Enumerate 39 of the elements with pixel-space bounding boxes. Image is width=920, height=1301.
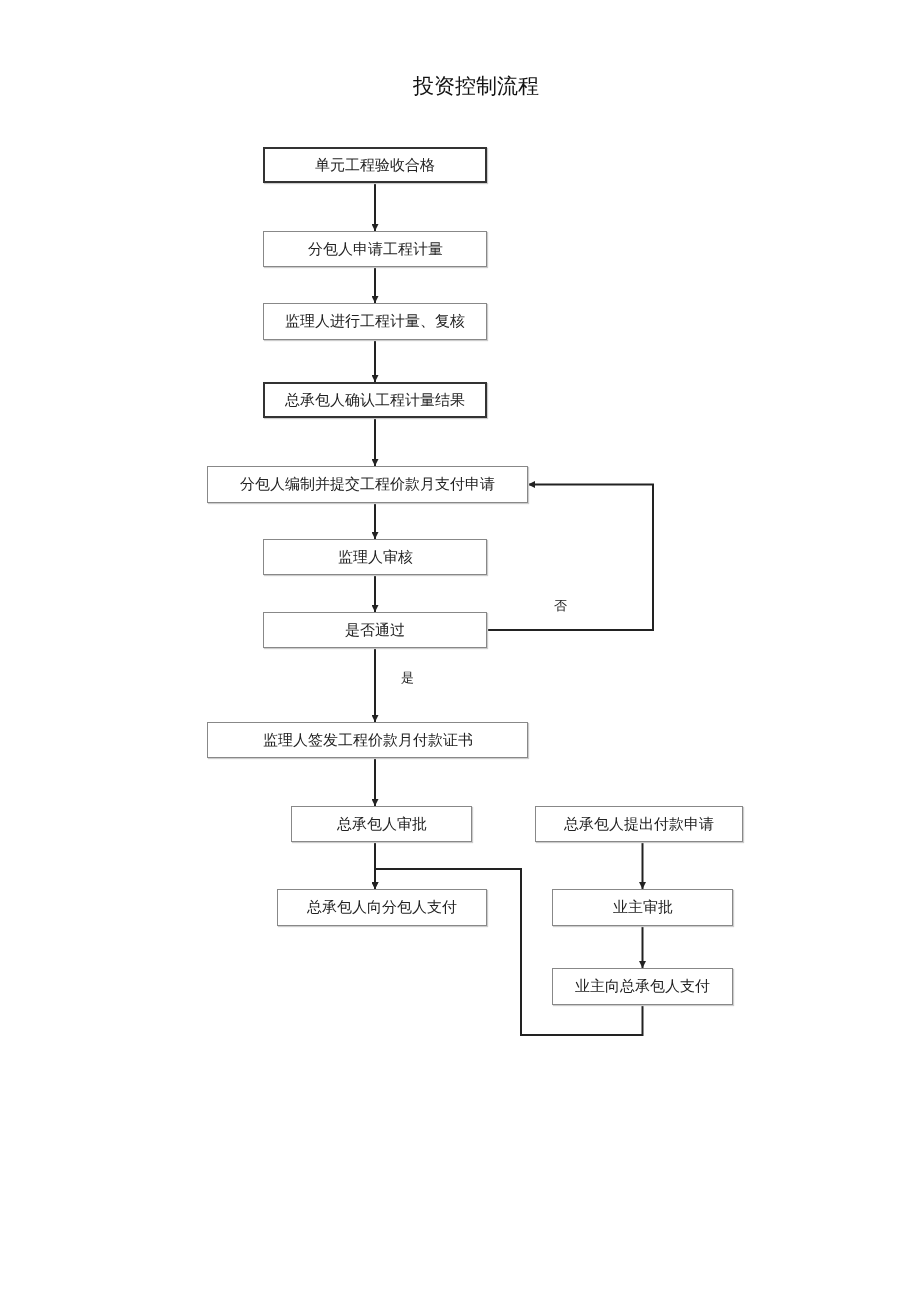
box-label: 业主审批 [612,898,673,917]
process-box [535,806,743,842]
title: 投资控制流程 [412,73,540,100]
arrow [371,574,379,613]
arrow [639,841,646,890]
box-label: 总承包人确认工程计量结果 [285,390,465,410]
box-label: 总承包人向分包人支付 [307,898,457,917]
arrow [371,339,379,383]
process-box [263,382,487,418]
arrow [371,757,379,807]
arrow [486,481,654,631]
process-box [263,231,487,267]
box-label: 分包人编制并提交工程价款月支付申请 [240,475,495,494]
process-box [263,303,487,340]
process-box [207,466,528,503]
box-label: 业主向总承包人支付 [575,977,710,996]
arrow [371,868,644,1036]
arrow [639,925,646,969]
box-label: 是否通过 [345,620,405,640]
process-box [263,539,487,575]
arrow [371,266,379,304]
arrow [371,182,379,232]
arrow [371,417,379,467]
arrow [371,647,379,723]
process-box [207,722,528,758]
box-label: 监理人审核 [337,547,413,567]
process-box [552,889,733,926]
box-label: 监理人签发工程价款月付款证书 [262,730,473,750]
process-box [277,889,487,926]
box-label: 监理人进行工程计量、复核 [285,312,465,331]
box-label: 单元工程验收合格 [315,155,435,175]
arrow [371,502,379,540]
process-box [263,612,487,648]
box-label: 总承包人提出付款申请 [564,814,714,834]
process-box [263,147,487,183]
box-label: 分包人申请工程计量 [307,239,443,259]
box-label: 总承包人审批 [336,814,427,834]
process-box [291,806,472,842]
process-box [552,968,733,1005]
